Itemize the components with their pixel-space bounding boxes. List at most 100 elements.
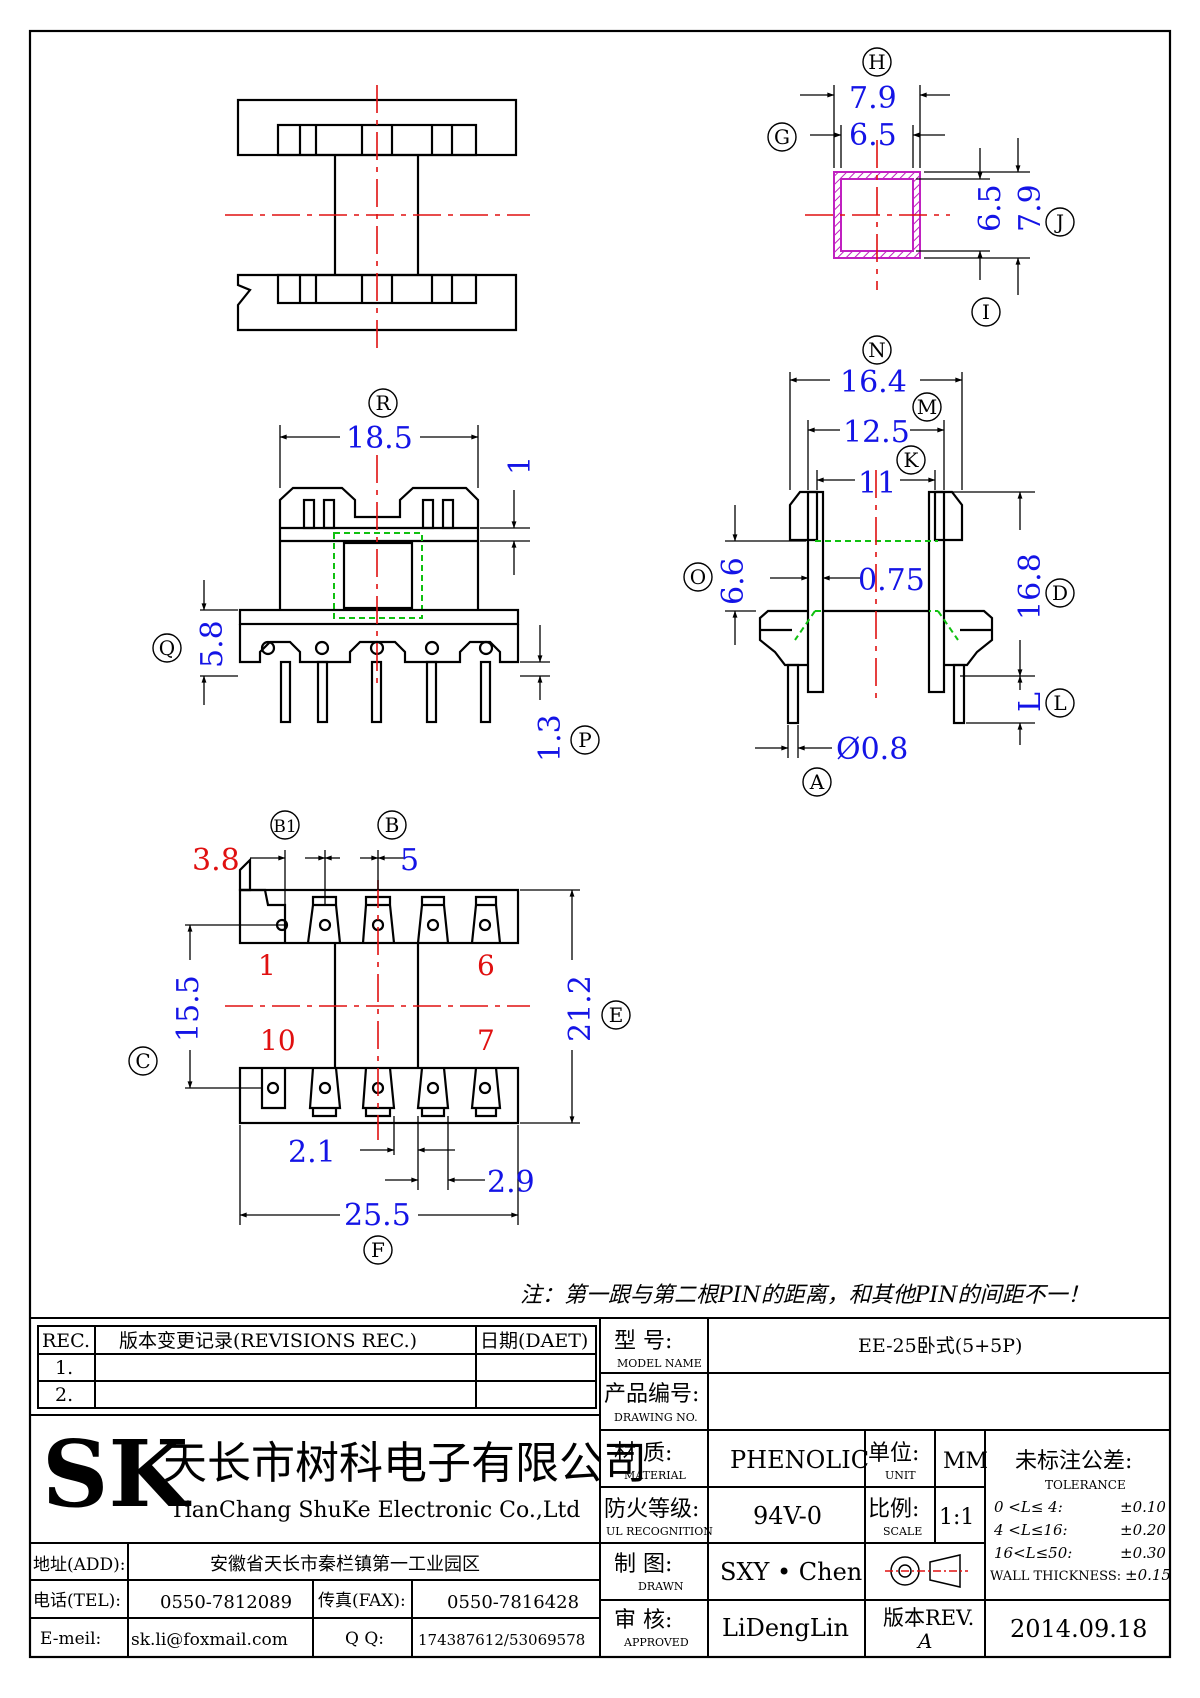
title-block xyxy=(30,1317,1170,1657)
rev-row-2: 2. xyxy=(55,1384,73,1406)
drawn-label-en: DRAWN xyxy=(638,1580,684,1593)
projection-symbol-icon xyxy=(885,1554,968,1588)
markers xyxy=(128,47,1075,1265)
tol-1-range: 0 <L≤ 4: xyxy=(994,1498,1063,1516)
qq-value: 174387612/53069578 xyxy=(418,1631,585,1649)
rev-header-title: 版本变更记录(REVISIONS REC.) xyxy=(119,1330,417,1352)
unit-value: MM xyxy=(943,1449,988,1474)
dim-O2: 0.75 xyxy=(858,563,925,598)
scale-label-en: SCALE xyxy=(883,1525,922,1538)
dim-Q: 5.8 xyxy=(195,620,230,668)
dim-R: 18.5 xyxy=(346,421,413,456)
dim-O: 6.6 xyxy=(716,557,751,605)
marker-J: J xyxy=(1054,210,1064,234)
dim-K: 11 xyxy=(858,466,896,501)
tel-value: 0550-7812089 xyxy=(160,1592,292,1613)
marker-Q: Q xyxy=(159,636,175,660)
dim-N: 16.4 xyxy=(840,365,907,400)
marker-E: E xyxy=(609,1003,624,1027)
approved-label-en: APPROVED xyxy=(623,1636,689,1649)
dim-C: 15.5 xyxy=(171,975,206,1042)
dim-J1: 6.5 xyxy=(973,184,1008,232)
scale-label: 比例: xyxy=(868,1497,919,1522)
rev-header-date: 日期(DAET) xyxy=(480,1330,588,1352)
fax-label: 传真(FAX): xyxy=(318,1591,406,1611)
drawing-no-label-en: DRAWING NO. xyxy=(614,1411,698,1424)
dim-R1: 1 xyxy=(503,456,538,475)
marker-C: C xyxy=(135,1049,150,1073)
marker-D: D xyxy=(1052,581,1068,605)
dim-A: Ø0.8 xyxy=(836,732,908,767)
email-label: E-meil: xyxy=(40,1629,101,1649)
tol-3-range: 16<L≤50: xyxy=(994,1544,1072,1562)
dim-M: 12.5 xyxy=(843,415,910,450)
dim-P: 1.3 xyxy=(533,714,568,762)
rev-label: 版本REV. xyxy=(883,1606,974,1630)
dim-G: 6.5 xyxy=(849,118,897,153)
dim-2-9: 2.9 xyxy=(487,1165,535,1200)
company-logo: SK xyxy=(42,1420,191,1528)
tel-label: 电话(TEL): xyxy=(33,1591,121,1611)
fire-label-en: UL RECOGNITION xyxy=(606,1525,713,1538)
logo-text: SK xyxy=(42,1420,191,1528)
tolerance-en: TOLERANCE xyxy=(1045,1478,1126,1492)
addr-value: 安徽省天长市秦栏镇第一工业园区 xyxy=(210,1554,480,1575)
fire-label: 防火等级: xyxy=(604,1497,699,1522)
fire-value: 94V-0 xyxy=(753,1502,822,1530)
top-plan-view xyxy=(225,85,530,350)
scale-value: 1:1 xyxy=(939,1505,974,1530)
dim-E: 21.2 xyxy=(563,975,598,1042)
dim-F: 25.5 xyxy=(344,1198,411,1233)
marker-G: G xyxy=(774,125,790,149)
dim-2-1: 2.1 xyxy=(288,1135,336,1170)
tol-3-value: ±0.30 xyxy=(1120,1544,1166,1562)
tol-2-range: 4 <L≤16: xyxy=(993,1521,1068,1539)
marker-O: O xyxy=(690,565,706,589)
pin-10-label: 10 xyxy=(260,1024,296,1057)
dim-B: 5 xyxy=(400,843,419,878)
pin-1-label: 1 xyxy=(258,949,276,982)
pin-7-label: 7 xyxy=(477,1024,495,1057)
marker-K: K xyxy=(904,448,920,472)
company-name-en: TianChang ShuKe Electronic Co.,Ltd xyxy=(170,1498,580,1523)
marker-M: M xyxy=(917,395,937,419)
fax-value: 0550-7816428 xyxy=(447,1592,579,1613)
tol-4-value: ±0.15 xyxy=(1125,1566,1171,1584)
tol-2-value: ±0.20 xyxy=(1120,1521,1166,1539)
marker-N: N xyxy=(868,338,886,362)
tol-4-range: WALL THICKNESS: xyxy=(990,1569,1121,1584)
marker-B1: B1 xyxy=(273,817,296,837)
pin-6-label: 6 xyxy=(477,949,495,982)
company-name-cn: 天长市树科电子有限公司 xyxy=(163,1438,647,1489)
qq-label: Q Q: xyxy=(345,1629,384,1649)
rev-row-1: 1. xyxy=(55,1357,73,1379)
email-value: sk.li@foxmail.com xyxy=(131,1630,288,1650)
approved-value: LiDengLin xyxy=(722,1614,849,1642)
unit-label-en: UNIT xyxy=(885,1469,916,1482)
drawing-note: 注：第一跟与第二根PIN的距离，和其他PIN的间距不一！ xyxy=(520,1283,1090,1308)
addr-label: 地址(ADD): xyxy=(33,1555,126,1575)
marker-B: B xyxy=(385,813,400,837)
dim-H: 7.9 xyxy=(849,81,897,116)
drawn-label: 制 图: xyxy=(614,1552,672,1577)
dim-J2: 7.9 xyxy=(1013,184,1048,232)
marker-A: A xyxy=(809,770,825,794)
side-view xyxy=(725,372,1035,758)
core-section-view xyxy=(800,85,1030,295)
material-label-en: MATERIAL xyxy=(624,1469,687,1482)
model-value: EE-25卧式(5+5P) xyxy=(858,1335,1022,1357)
marker-L: L xyxy=(1053,691,1066,715)
marker-F: F xyxy=(371,1238,385,1262)
model-label-en: MODEL NAME xyxy=(617,1357,702,1370)
marker-I: I xyxy=(982,300,990,324)
rev-value: A xyxy=(916,1629,932,1653)
marker-R: R xyxy=(375,391,391,415)
front-view xyxy=(200,425,550,724)
date-value: 2014.09.18 xyxy=(1010,1615,1147,1643)
marker-H: H xyxy=(868,50,885,74)
dim-B1: 3.8 xyxy=(192,843,240,878)
drawing-no-label: 产品编号: xyxy=(604,1382,699,1407)
material-value: PHENOLIC xyxy=(730,1446,869,1474)
tol-1-value: ±0.10 xyxy=(1120,1498,1166,1516)
